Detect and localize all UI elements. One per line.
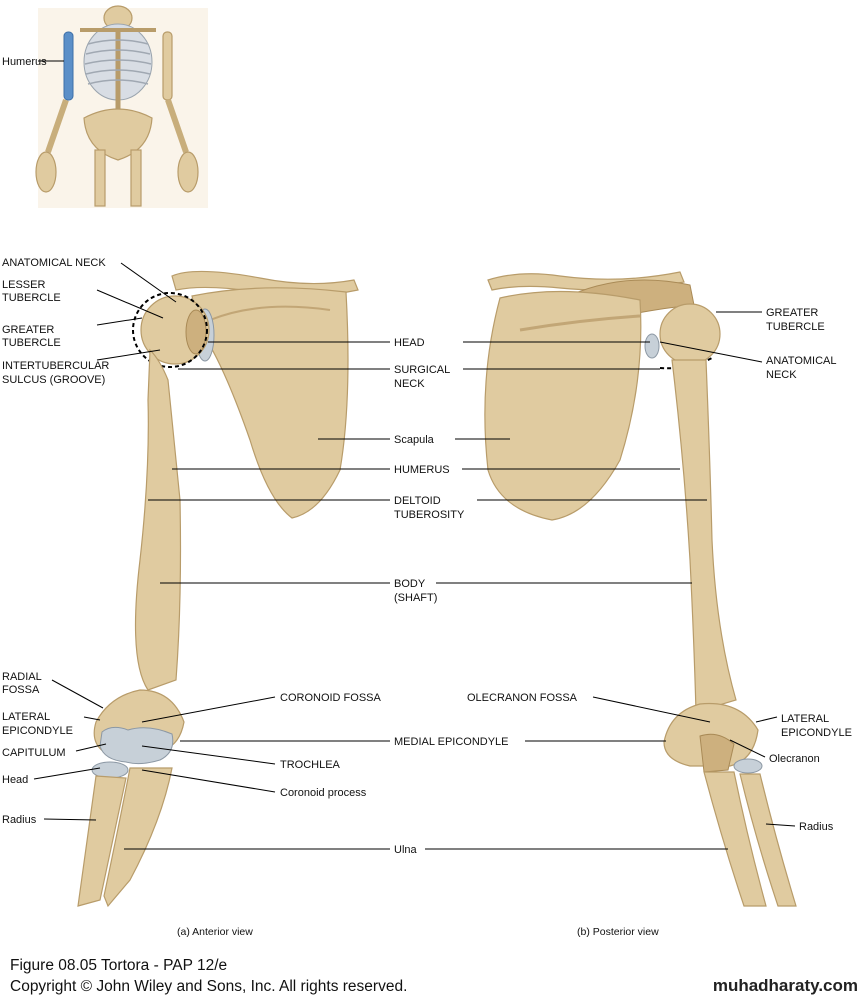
label-medial-epicondyle: MEDIAL EPICONDYLE (394, 736, 509, 748)
scapula-posterior (484, 290, 642, 521)
label-anatomical-neck-post-1: ANATOMICAL (766, 355, 837, 367)
label-surgical-neck-2: NECK (394, 378, 425, 390)
label-lateral-epicondyle-post-2: EPICONDYLE (781, 727, 852, 739)
label-anatomical-neck-post-2: NECK (766, 369, 797, 381)
label-deltoid-1: DELTOID (394, 495, 441, 507)
label-trochlea: TROCHLEA (280, 759, 341, 771)
scapula-anterior (191, 287, 349, 519)
humerus-shaft-posterior (671, 359, 737, 713)
label-anatomical-neck: ANATOMICAL NECK (2, 257, 106, 269)
label-olecranon-fossa: OLECRANON FOSSA (467, 692, 578, 704)
label-scapula: Scapula (394, 434, 435, 446)
figure-citation: Figure 08.05 Tortora - PAP 12/e (10, 957, 227, 974)
humerus-shaft-anterior (134, 348, 182, 691)
radius-posterior (739, 773, 797, 907)
label-head-radius: Head (2, 774, 28, 786)
footer: Figure 08.05 Tortora - PAP 12/e Copyrigh… (10, 957, 858, 995)
highlighted-humerus (63, 31, 74, 101)
label-greater-tubercle-ant-1: GREATER (2, 324, 54, 336)
ulna-anterior (103, 767, 173, 908)
leader-lines (33, 262, 796, 850)
label-radial-fossa-1: RADIAL (2, 671, 42, 683)
label-intertubercular-1: INTERTUBERCULAR (2, 360, 109, 372)
label-head: HEAD (394, 337, 425, 349)
label-ulna: Ulna (394, 844, 418, 856)
caption-posterior: (b) Posterior view (577, 926, 659, 938)
posterior-view (484, 271, 797, 907)
label-surgical-neck-1: SURGICAL (394, 364, 450, 376)
label-lateral-epicondyle-post-1: LATERAL (781, 713, 829, 725)
label-greater-tubercle-ant-2: TUBERCLE (2, 337, 61, 349)
humeral-head-posterior (659, 303, 721, 365)
label-greater-tubercle-post-1: GREATER (766, 307, 818, 319)
caption-anterior: (a) Anterior view (177, 926, 253, 938)
label-deltoid-2: TUBEROSITY (394, 509, 465, 521)
anterior-view (77, 270, 359, 908)
humerus-thumbnail-label: Humerus (2, 56, 47, 68)
copyright-notice: Copyright © John Wiley and Sons, Inc. Al… (10, 978, 407, 995)
label-lesser-tubercle-2: TUBERCLE (2, 292, 61, 304)
ulna-posterior (703, 771, 767, 907)
label-lesser-tubercle-1: LESSER (2, 279, 45, 291)
label-lateral-epicondyle-ant-1: LATERAL (2, 711, 50, 723)
brand-watermark: muhadharaty.com (713, 976, 858, 995)
label-intertubercular-2: SULCUS (GROOVE) (2, 374, 105, 386)
label-coronoid-fossa: CORONOID FOSSA (280, 692, 382, 704)
label-radius-ant: Radius (2, 814, 37, 826)
trochlea-capitulum-anterior (99, 726, 174, 765)
label-olecranon: Olecranon (769, 753, 820, 765)
skeleton-thumbnail: Humerus (2, 5, 208, 208)
label-lateral-epicondyle-ant-2: EPICONDYLE (2, 725, 73, 737)
label-greater-tubercle-post-2: TUBERCLE (766, 321, 825, 333)
label-body-2: (SHAFT) (394, 592, 437, 604)
label-radial-fossa-2: FOSSA (2, 684, 40, 696)
radius-anterior (77, 775, 127, 907)
labels: ANATOMICAL NECK LESSER TUBERCLE GREATER … (2, 257, 852, 938)
label-coronoid-process: Coronoid process (280, 787, 367, 799)
label-body-1: BODY (394, 578, 426, 590)
label-radius-post: Radius (799, 821, 834, 833)
label-humerus: HUMERUS (394, 464, 450, 476)
label-capitulum: CAPITULUM (2, 747, 66, 759)
